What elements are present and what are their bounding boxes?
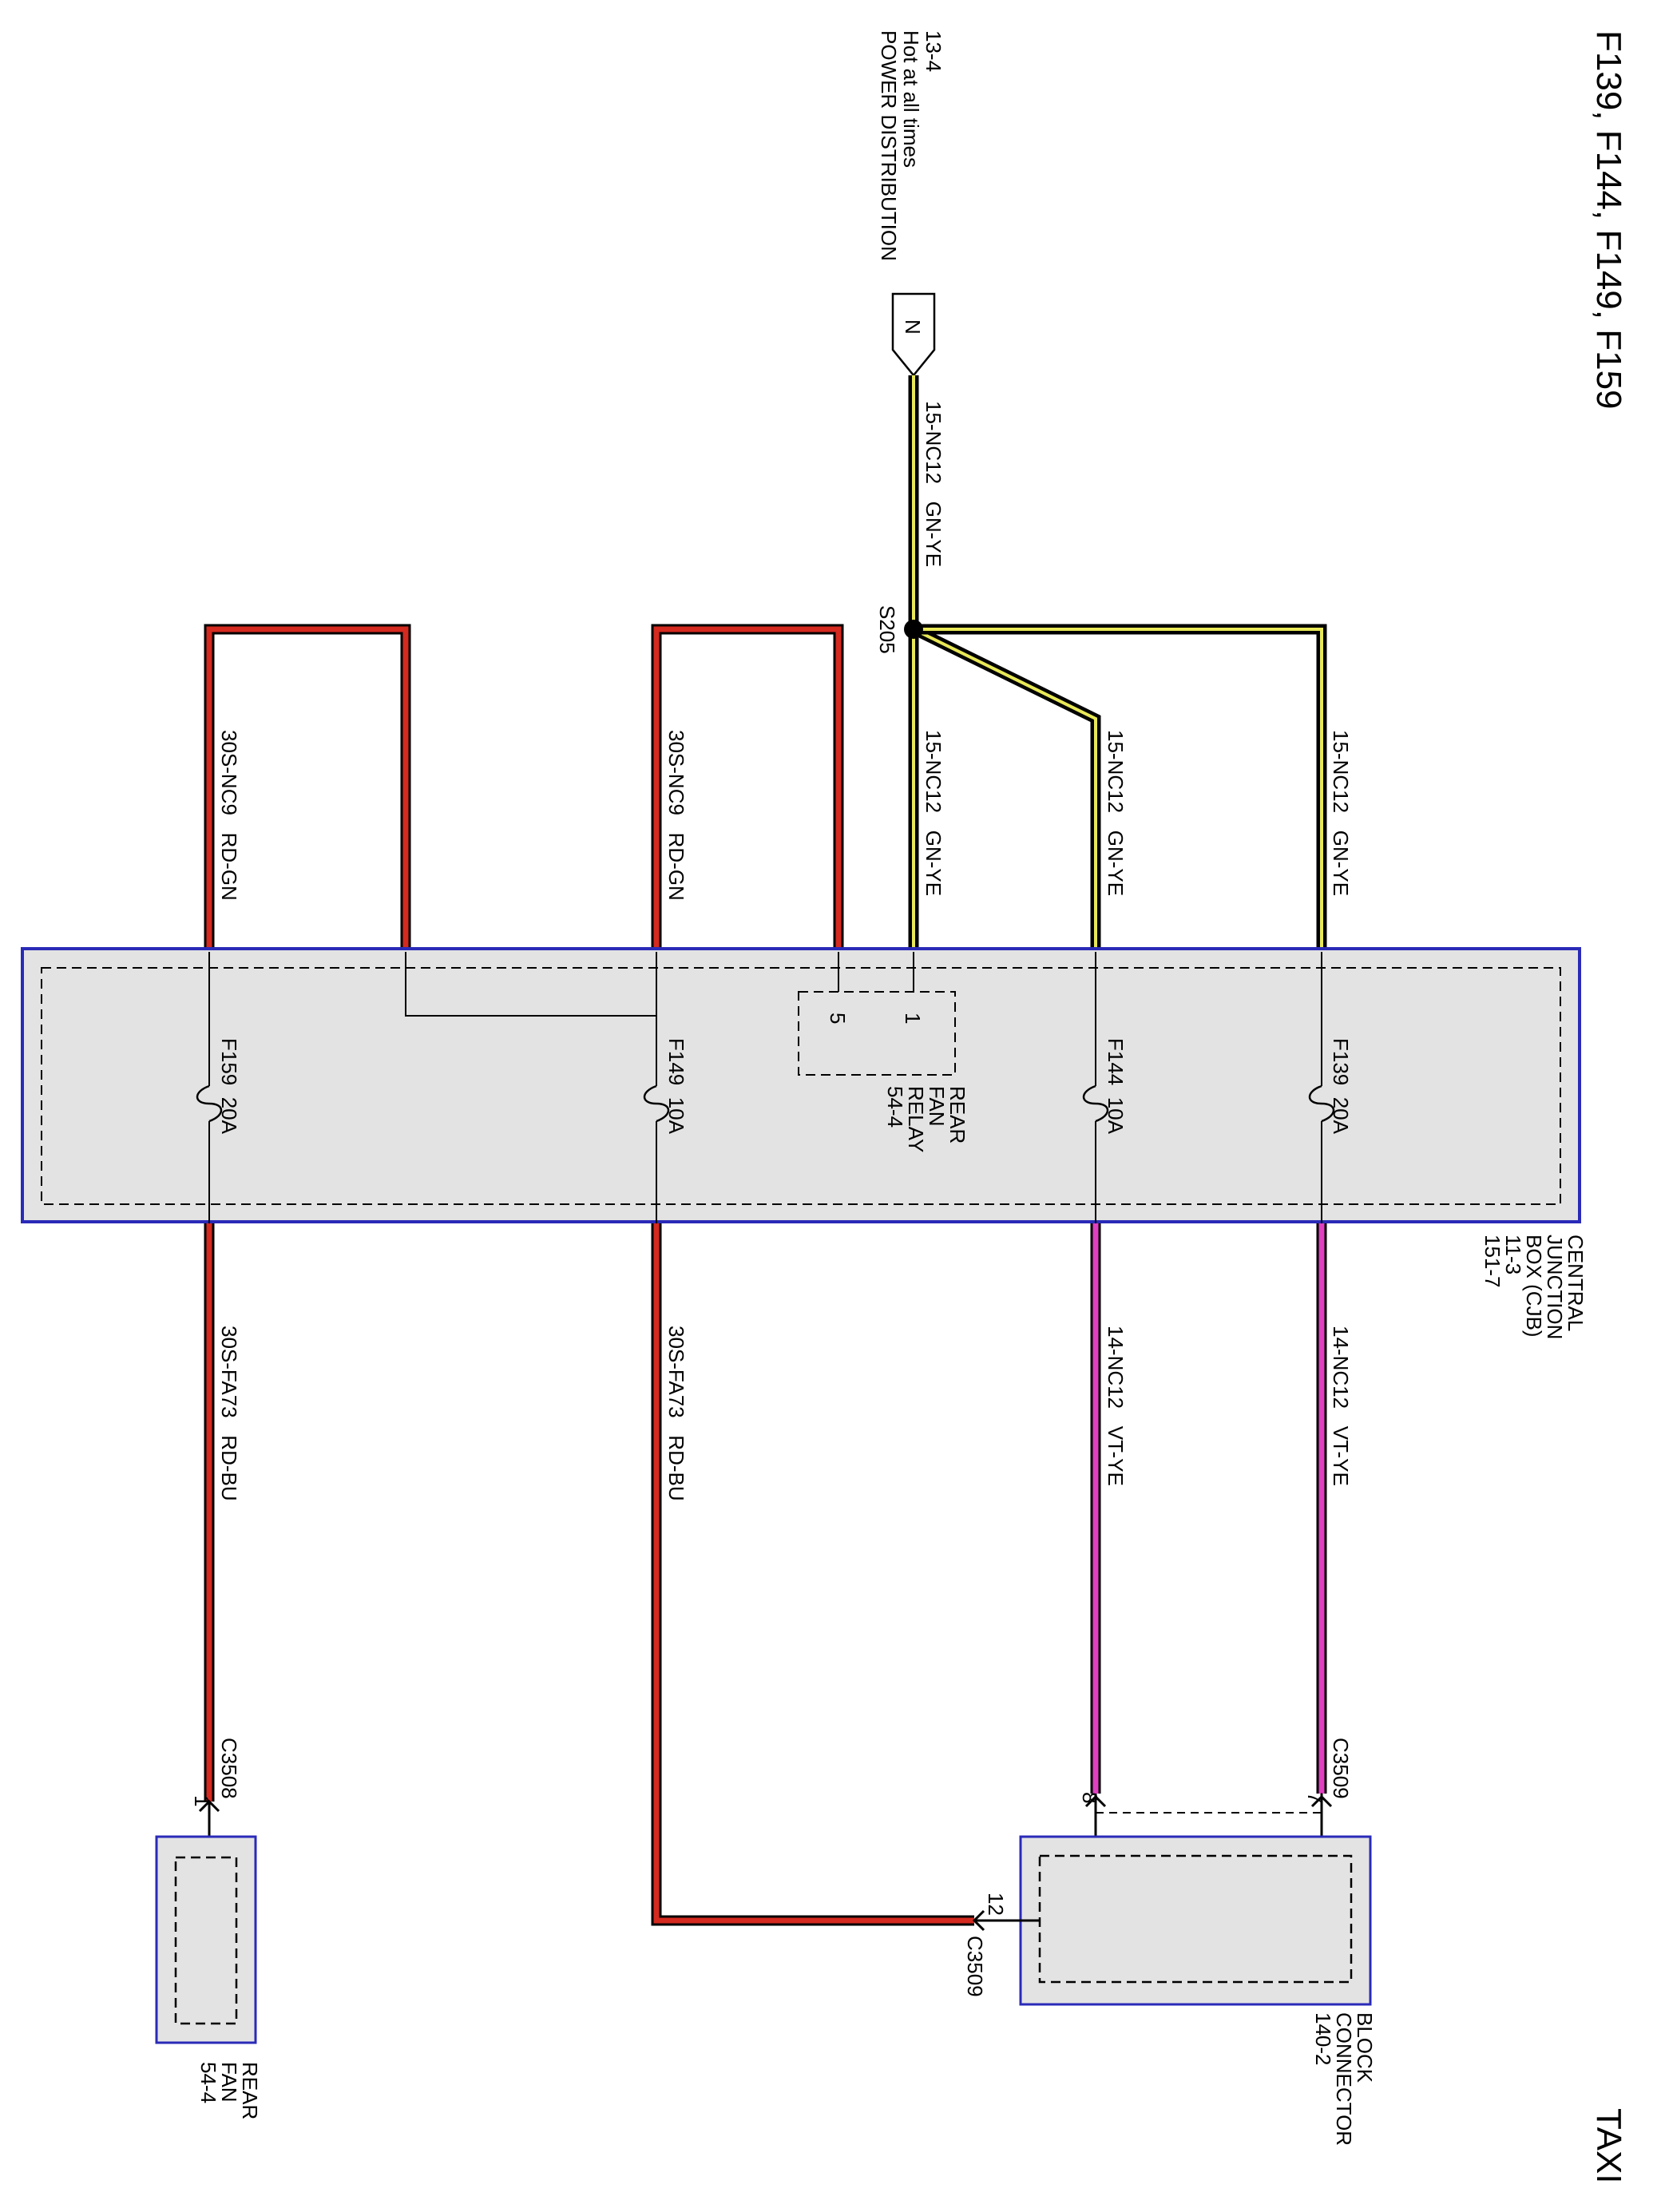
rear-fan-relay-box [798,991,956,1076]
fuse-label-f144: F144 10A [1104,1038,1128,1135]
wire-label-f139-feed: 15-NC12 GN-YE [1329,730,1353,896]
cjb-label-line4: 11-3 [1501,1235,1525,1274]
wire-label-f144-out: 14-NC12 VT-YE [1104,1326,1128,1486]
cjb-label-line2: JUNCTION [1543,1235,1567,1339]
relay-label-line2: FAN [925,1086,949,1127]
fuse-label-f149: F149 10A [664,1038,688,1135]
cjb-inner-dashed [41,967,1561,1205]
splice-dot [904,620,923,639]
wire-label-f139-out: 14-NC12 VT-YE [1329,1326,1353,1486]
connector-c3509-top-label: C3509 [1329,1738,1353,1799]
wire-rd-gn-f149-loop [651,624,844,952]
cjb-box [21,947,1581,1223]
rear-fan-label-line3: 54-4 [196,2062,220,2103]
wire-label-f159-out: 30S-FA73 RD-BU [217,1326,241,1501]
wire-label-f149-out: 30S-FA73 RD-BU [664,1326,688,1501]
power-source-line2: POWER DISTRIBUTION [877,30,901,261]
relay-label-line4: 54-4 [883,1086,907,1128]
fuse-symbols [196,1084,1335,1123]
vehicle-label: TAXI [1589,2108,1628,2184]
rear-fan-inner-dashed [174,1856,238,2025]
relay-label-line1: REAR [945,1086,969,1144]
block-connector-label-line3: 140-2 [1311,2012,1335,2066]
rear-fan-label-line1: REAR [238,2062,262,2119]
pin-12-label: 12 [984,1893,1008,1916]
block-connector-label-line2: CONNECTOR [1332,2012,1356,2146]
rear-fan-label-line2: FAN [217,2062,241,2103]
power-connector-label: N [901,319,925,335]
rear-fan-box [155,1835,257,2044]
block-connector-label-line1: BLOCK [1353,2012,1377,2083]
relay-pin-5: 5 [826,1013,850,1024]
wire-rd-gn-f159-loop [204,624,411,952]
fuse-label-f139: F139 20A [1329,1038,1353,1135]
cjb-internal-wiring [208,952,1322,1223]
relay-label-line3: RELAY [904,1086,928,1152]
wire-gn-ye-f144-feed [911,624,1101,952]
connector-c3509-pins-7-8 [1084,1794,1333,1837]
wire-label-f144-feed: 15-NC12 GN-YE [1104,730,1128,896]
cjb-label-line5: 151-7 [1481,1235,1504,1288]
connector-c3509-bottom-label: C3509 [963,1936,987,1997]
wire-rd-bu-f149-out [651,1223,974,1926]
fuse-label-f159: F159 20A [217,1038,241,1135]
wire-label-relay-feed: 15-NC12 GN-YE [922,730,945,896]
block-connector-box [1019,1835,1372,2006]
wire-label-f149-loop: 30S-NC9 RD-GN [664,730,688,901]
connector-c3508-label: C3508 [217,1738,241,1799]
power-source-line1: Hot at all times [899,30,923,168]
wire-gn-ye-f139-feed [914,624,1327,952]
connector-c3509-pin-12 [972,1909,1040,1932]
wire-label-f159-loop: 30S-NC9 RD-GN [217,730,241,901]
page-title: F139, F144, F149, F159 [1589,30,1628,410]
power-connector [891,292,936,377]
power-source-ref: 13-4 [922,30,945,72]
cjb-label-line1: CENTRAL [1564,1235,1588,1331]
splice-label: S205 [875,605,899,654]
cjb-label-line3: BOX (CJB) [1522,1235,1546,1338]
block-connector-inner-dashed [1038,1854,1353,1984]
relay-pin-1: 1 [901,1013,925,1024]
wire-label-feed: 15-NC12 GN-YE [922,401,945,567]
